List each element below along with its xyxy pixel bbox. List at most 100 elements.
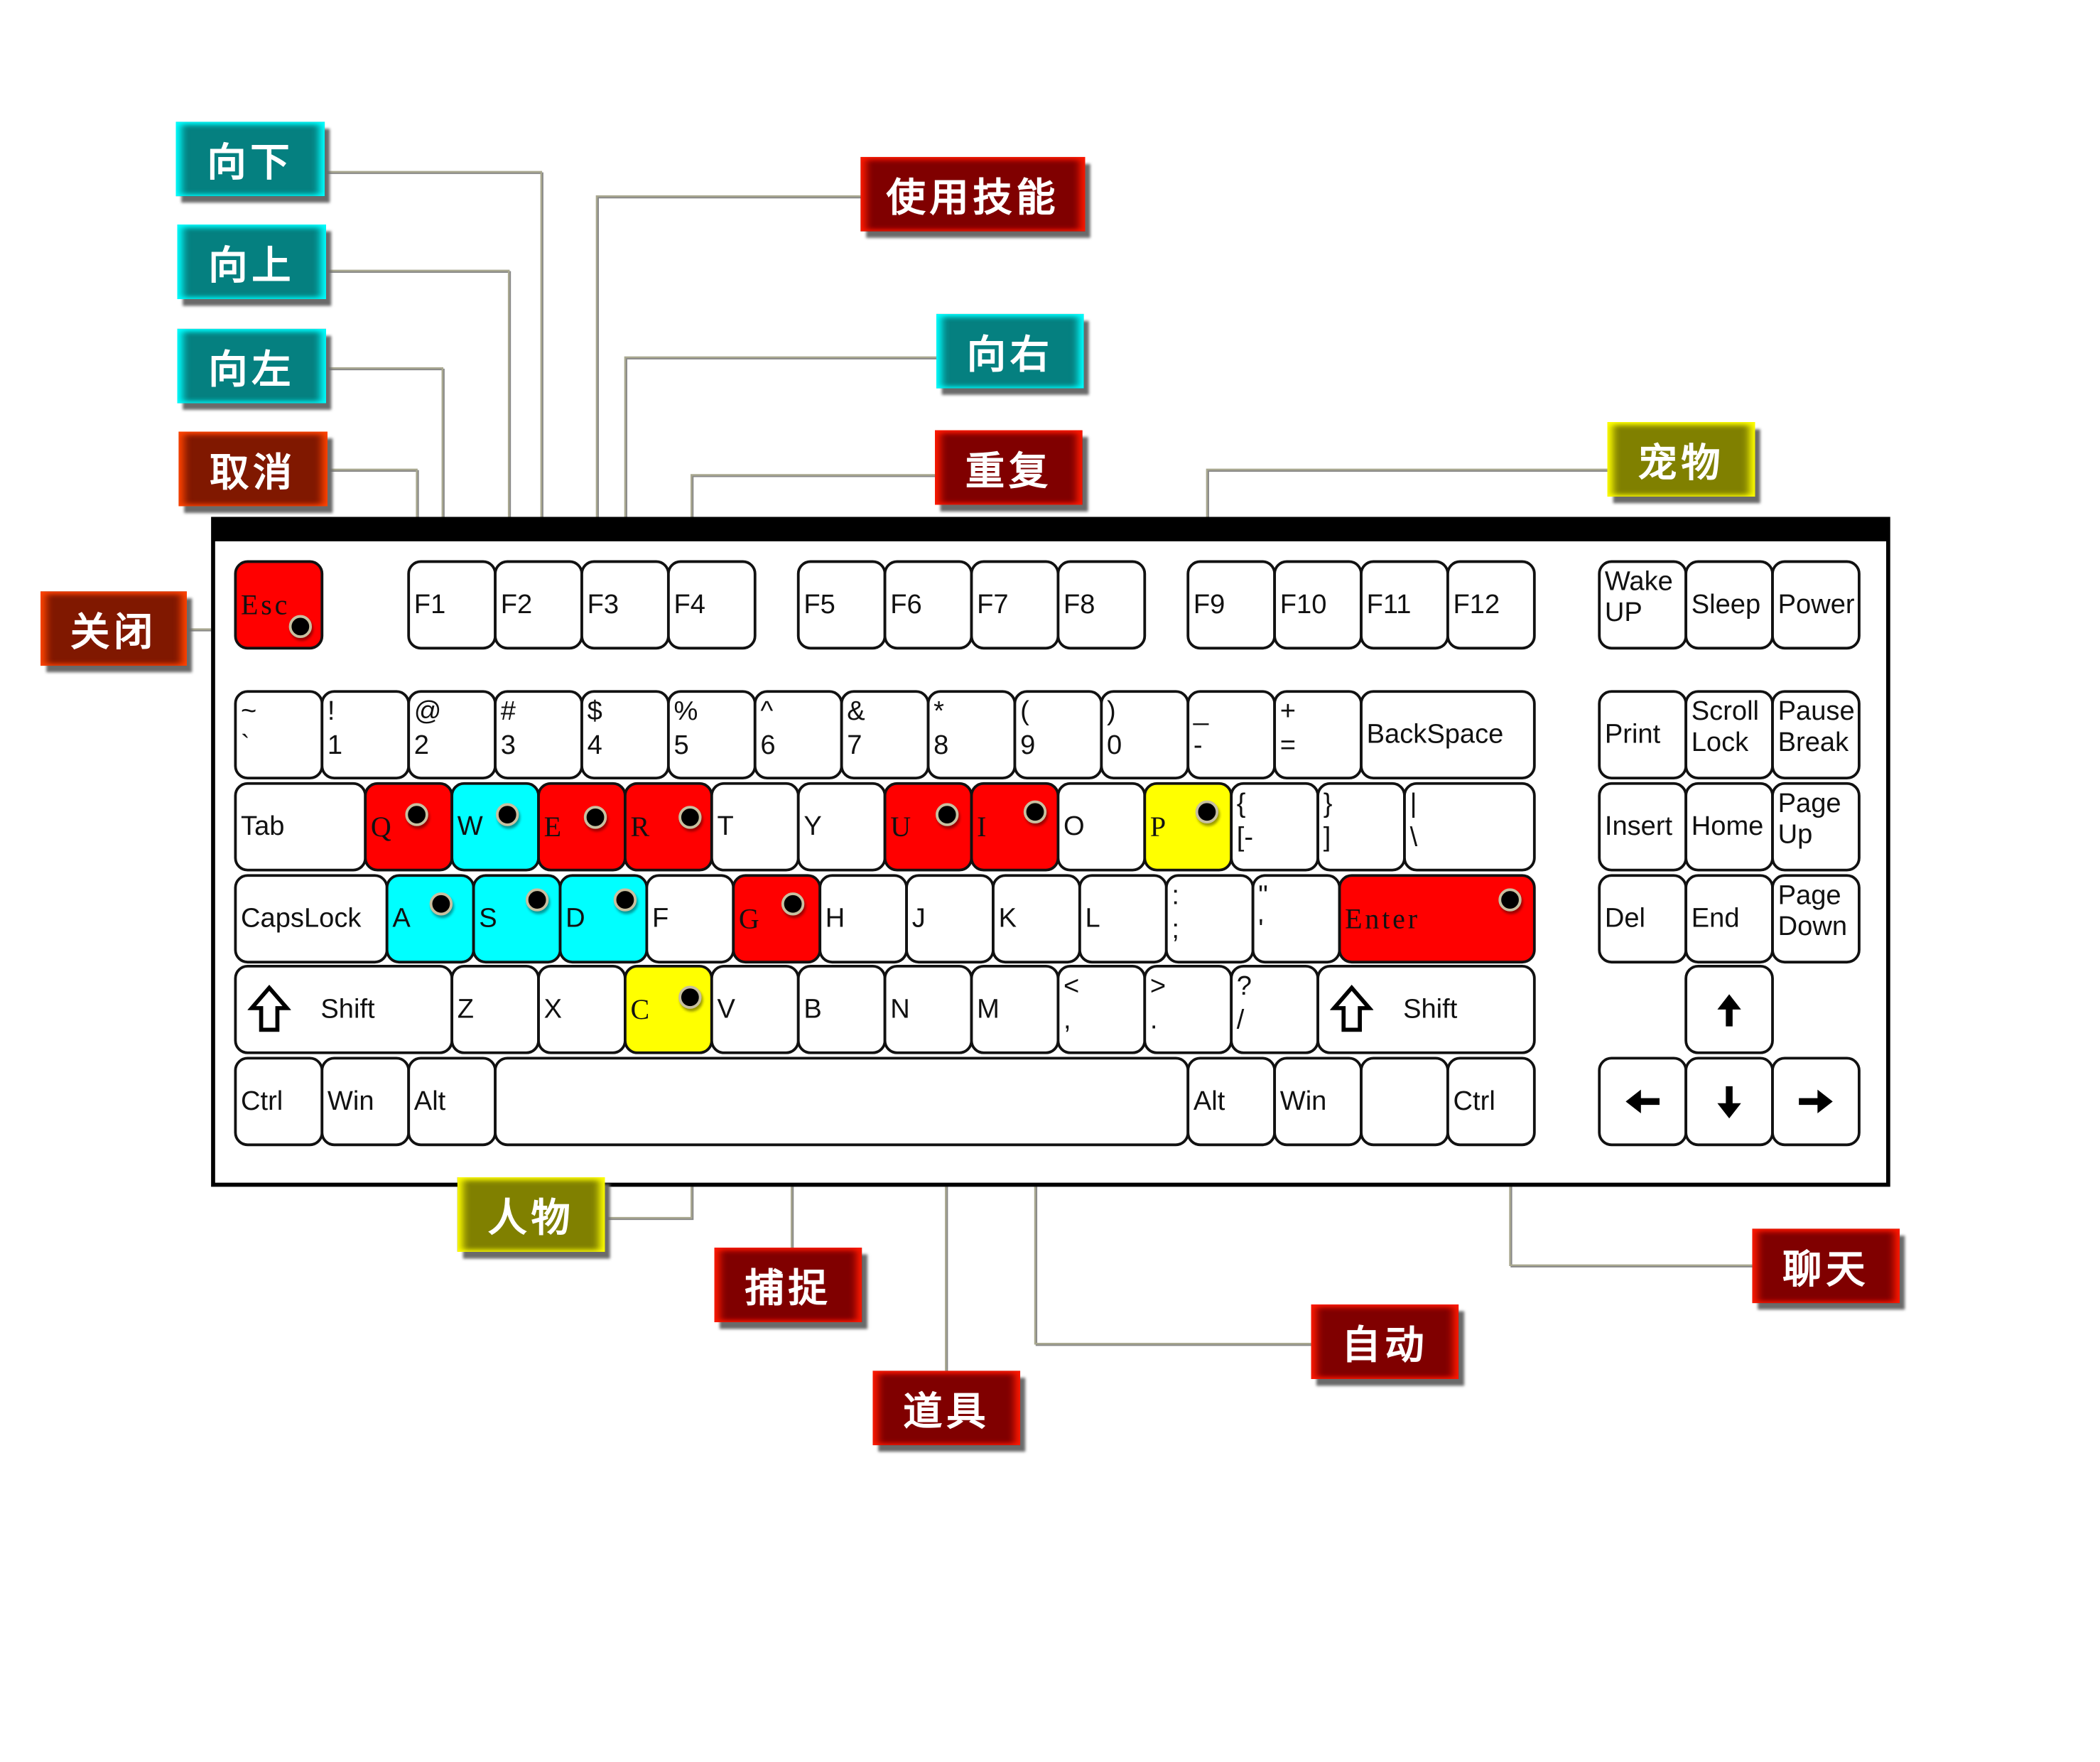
key-y[interactable]: Y <box>796 782 887 872</box>
key-slash[interactable]: ?/ <box>1230 964 1319 1054</box>
key-f2[interactable]: F2 <box>494 560 583 650</box>
key-m[interactable]: M <box>970 964 1060 1054</box>
key-enter[interactable]: Enter <box>1338 874 1536 964</box>
key-up[interactable] <box>1684 964 1774 1054</box>
key-space[interactable] <box>494 1056 1190 1147</box>
key-a[interactable]: A <box>385 874 475 964</box>
key-h[interactable]: H <box>818 874 908 964</box>
key-f10[interactable]: F10 <box>1273 560 1363 650</box>
key-lower-label: 9 <box>1020 730 1036 761</box>
key-o[interactable]: O <box>1056 782 1147 872</box>
key-f4[interactable]: F4 <box>666 560 757 650</box>
key-esc[interactable]: Esc <box>234 560 324 650</box>
key-del[interactable]: Del <box>1598 874 1688 964</box>
key-e[interactable]: E <box>537 782 627 872</box>
key-f[interactable]: F <box>645 874 735 964</box>
key-minus[interactable]: _- <box>1186 690 1277 780</box>
key-k9[interactable]: (9 <box>1013 690 1103 780</box>
callout-repeat: 重复 <box>935 430 1083 505</box>
key-f1[interactable]: F1 <box>407 560 497 650</box>
key-upper-label: * <box>933 696 945 727</box>
key-left[interactable] <box>1598 1056 1688 1147</box>
key-d[interactable]: D <box>558 874 649 964</box>
key-k4[interactable]: $4 <box>580 690 670 780</box>
key-f12[interactable]: F12 <box>1446 560 1536 650</box>
key-f9[interactable]: F9 <box>1186 560 1277 650</box>
key-f6[interactable]: F6 <box>883 560 973 650</box>
key-i[interactable]: I <box>970 782 1060 872</box>
key-insert[interactable]: Insert <box>1598 782 1688 872</box>
key-x[interactable]: X <box>537 964 627 1054</box>
key-k8[interactable]: *8 <box>926 690 1017 780</box>
key-capslock[interactable]: CapsLock <box>234 874 389 964</box>
key-f3[interactable]: F3 <box>580 560 670 650</box>
key-k1[interactable]: !1 <box>320 690 411 780</box>
key-print[interactable]: Print <box>1598 690 1688 780</box>
key-w[interactable]: W <box>450 782 540 872</box>
key-k7[interactable]: &7 <box>840 690 930 780</box>
key-equal[interactable]: += <box>1273 690 1363 780</box>
key-label: Ctrl <box>1453 1086 1495 1116</box>
key-end[interactable]: End <box>1684 874 1774 964</box>
key-tab[interactable]: Tab <box>234 782 367 872</box>
key-b[interactable]: B <box>796 964 887 1054</box>
key-f11[interactable]: F11 <box>1360 560 1449 650</box>
key-k5[interactable]: %5 <box>666 690 757 780</box>
key-r[interactable]: R <box>624 782 713 872</box>
key-n[interactable]: N <box>883 964 973 1054</box>
key-f5[interactable]: F5 <box>796 560 887 650</box>
key-f7[interactable]: F7 <box>970 560 1060 650</box>
key-backslash[interactable]: |\ <box>1403 782 1536 872</box>
key-t[interactable]: T <box>710 782 800 872</box>
key-lalt[interactable]: Alt <box>407 1056 497 1147</box>
key-j[interactable]: J <box>905 874 995 964</box>
key-c[interactable]: C <box>624 964 713 1054</box>
key-comma[interactable]: <, <box>1056 964 1147 1054</box>
key-lshift[interactable]: Shift <box>234 964 454 1054</box>
key-rshift[interactable]: Shift <box>1316 964 1536 1054</box>
arrow-down-icon <box>1687 1059 1771 1143</box>
key-s[interactable]: S <box>472 874 562 964</box>
key-rctrl[interactable]: Ctrl <box>1446 1056 1536 1147</box>
key-k6[interactable]: ^6 <box>753 690 843 780</box>
key-rbracket[interactable]: }] <box>1316 782 1406 872</box>
marker-dot-p <box>1195 800 1219 823</box>
key-f8[interactable]: F8 <box>1056 560 1147 650</box>
key-period[interactable]: >. <box>1143 964 1233 1054</box>
key-v[interactable]: V <box>710 964 800 1054</box>
key-k[interactable]: K <box>992 874 1081 964</box>
key-upper-label: % <box>673 696 698 727</box>
key-q[interactable]: Q <box>364 782 454 872</box>
key-k2[interactable]: @2 <box>407 690 497 780</box>
key-power[interactable]: Power <box>1771 560 1861 650</box>
key-rwin[interactable]: Win <box>1273 1056 1363 1147</box>
key-g[interactable]: G <box>732 874 822 964</box>
key-lbracket[interactable]: {[- <box>1230 782 1319 872</box>
key-semicolon[interactable]: :; <box>1164 874 1255 964</box>
key-upper-label: $ <box>587 696 602 727</box>
key-menu[interactable] <box>1360 1056 1449 1147</box>
key-sleep[interactable]: Sleep <box>1684 560 1774 650</box>
key-lwin[interactable]: Win <box>320 1056 411 1147</box>
key-right[interactable] <box>1771 1056 1861 1147</box>
key-p[interactable]: P <box>1143 782 1233 872</box>
key-backspace[interactable]: BackSpace <box>1360 690 1536 780</box>
key-ralt[interactable]: Alt <box>1186 1056 1277 1147</box>
key-label: Z <box>457 993 475 1024</box>
key-down[interactable] <box>1684 1056 1774 1147</box>
key-u[interactable]: U <box>883 782 973 872</box>
key-k3[interactable]: #3 <box>494 690 583 780</box>
key-home[interactable]: Home <box>1684 782 1774 872</box>
key-grave[interactable]: ~` <box>234 690 324 780</box>
key-label: Tab <box>241 811 285 841</box>
key-k0[interactable]: )0 <box>1100 690 1190 780</box>
key-quote[interactable]: "' <box>1251 874 1341 964</box>
key-l[interactable]: L <box>1078 874 1168 964</box>
key-lctrl[interactable]: Ctrl <box>234 1056 324 1147</box>
key-z[interactable]: Z <box>450 964 540 1054</box>
